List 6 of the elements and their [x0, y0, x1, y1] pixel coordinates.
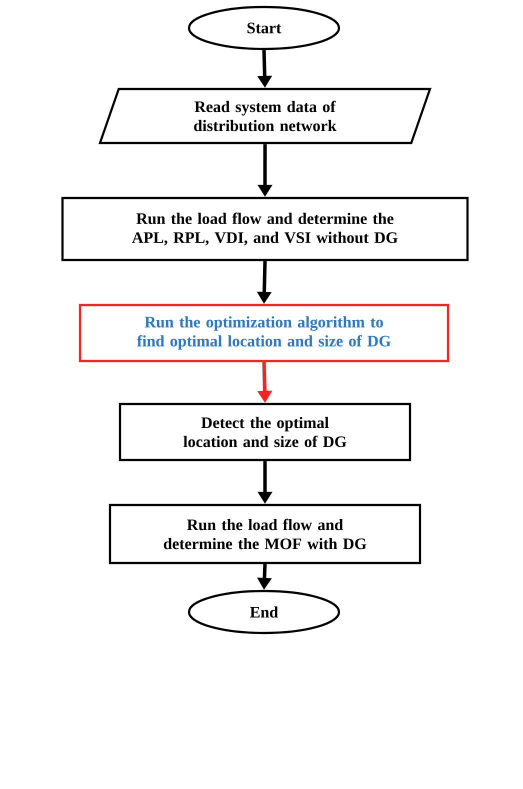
start-terminal: Start [188, 6, 340, 50]
process-box: Detect the optimal location and size of DG [118, 402, 412, 462]
process-box: Run the load flow and determine the APL, RPL, VDI, and VSI without DG [61, 196, 469, 262]
process-box: Run the optimization algorithm to find optimal location and size of DG [78, 304, 450, 362]
end-terminal: End [188, 590, 340, 634]
process-box: Run the load flow and determine the MOF with DG [108, 504, 422, 564]
